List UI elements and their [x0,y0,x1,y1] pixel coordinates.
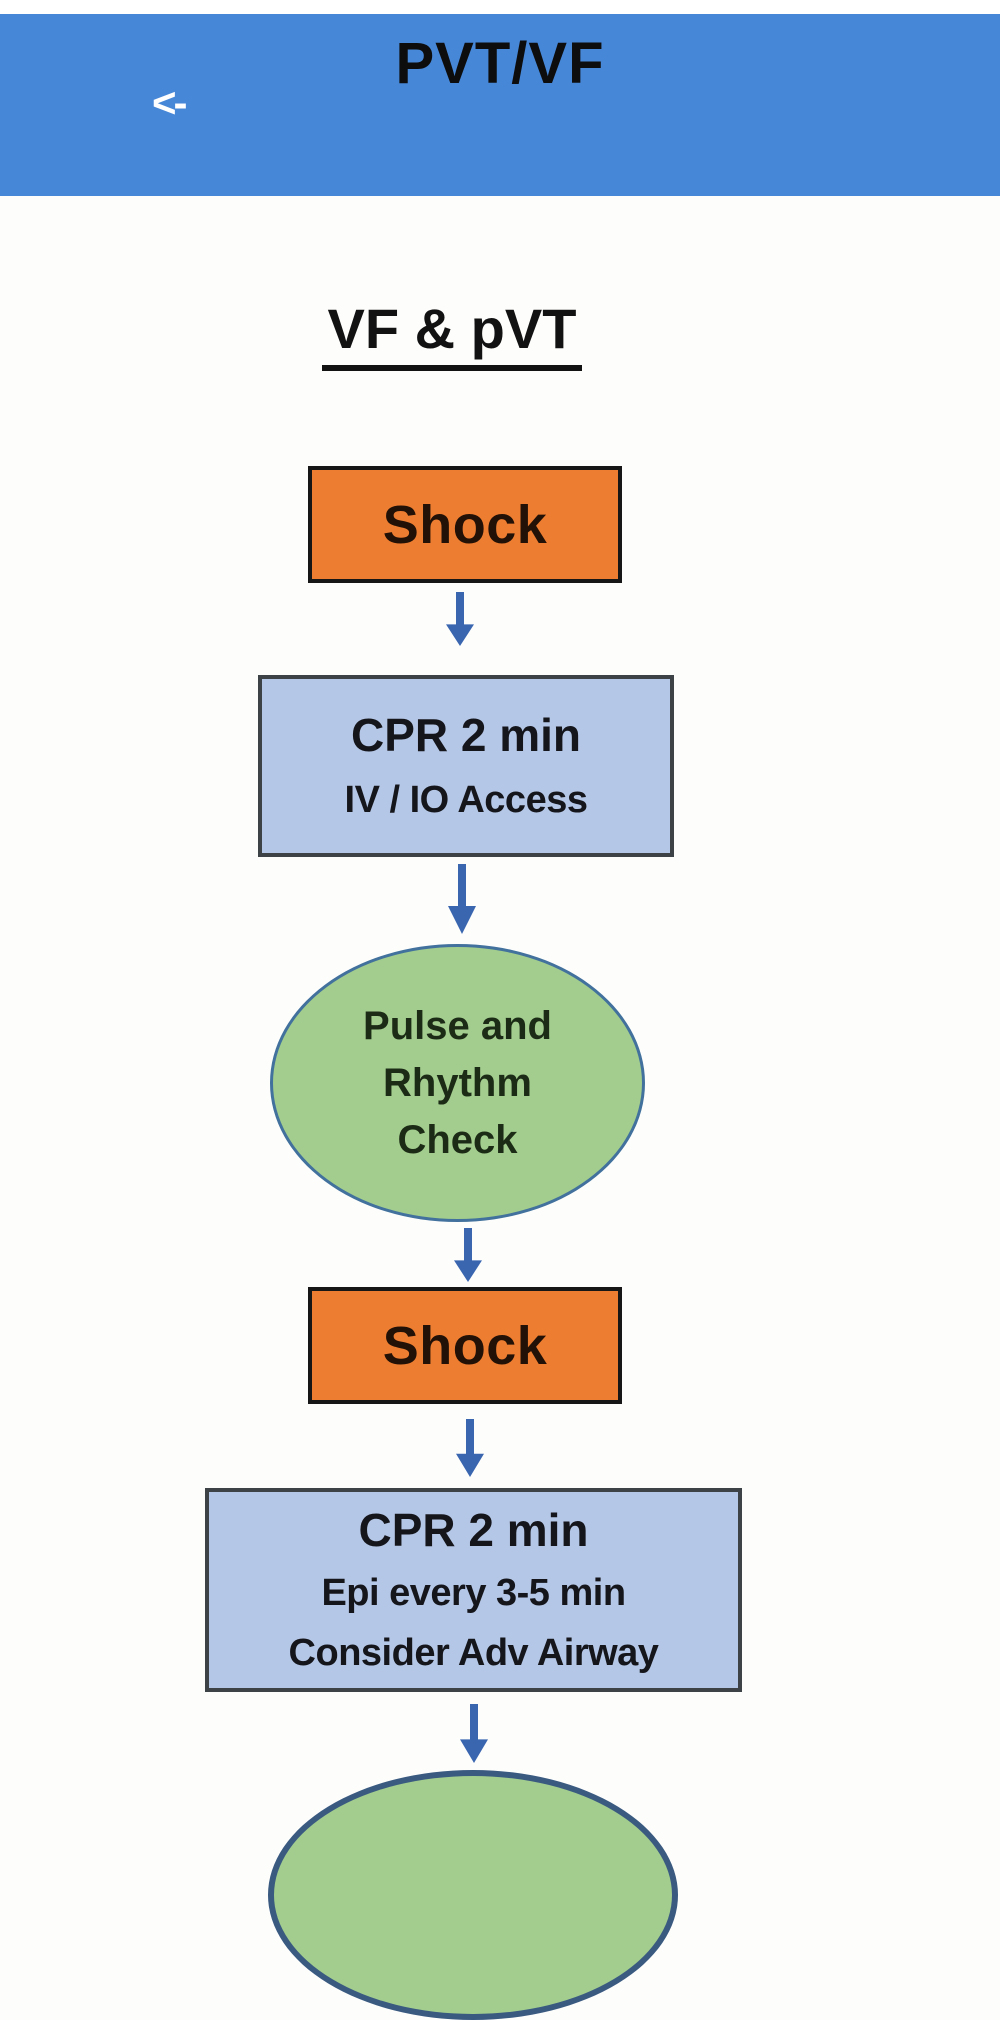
pulse-check-line-3: Check [397,1117,518,1162]
pulse-check-line-2: Rhythm [383,1060,532,1105]
node-shock-2-label: Shock [382,1315,548,1376]
down-arrow-icon [453,1228,483,1282]
node-cpr-2: CPR 2 min Epi every 3-5 min Consider Adv… [205,1488,742,1692]
flowchart-heading-wrap: VF & pVT [0,296,904,371]
flowchart-canvas: VF & pVT Shock CPR 2 min IV / IO Access … [0,196,1000,2020]
node-pulse-rhythm-check: Pulse and Rhythm Check [270,944,645,1222]
flowchart-heading: VF & pVT [321,296,583,371]
node-cpr-2-line-3: Consider Adv Airway [288,1632,659,1674]
node-cpr-1-line-2: IV / IO Access [344,779,588,821]
page-title: PVT/VF [395,31,605,96]
down-arrow-icon [445,592,475,646]
node-cpr-2-line-2: Epi every 3-5 min [321,1572,626,1614]
node-cpr-1-line-1: CPR 2 min [350,709,582,761]
node-shock-2: Shock [308,1287,622,1404]
status-bar-spacer [0,0,1000,14]
down-arrow-icon [455,1419,485,1477]
pulse-check-line-1: Pulse and [363,1003,552,1048]
down-arrow-icon [447,864,477,934]
app-header: PVT/VF <- [0,14,1000,196]
back-arrow-icon[interactable]: <- [152,79,187,126]
node-cpr-1: CPR 2 min IV / IO Access [258,675,674,857]
down-arrow-icon [459,1704,489,1763]
node-cpr-2-line-1: CPR 2 min [358,1504,589,1556]
node-next-pulse-check-partial [268,1770,678,2020]
node-shock-1-label: Shock [382,494,548,555]
node-shock-1: Shock [308,466,622,583]
